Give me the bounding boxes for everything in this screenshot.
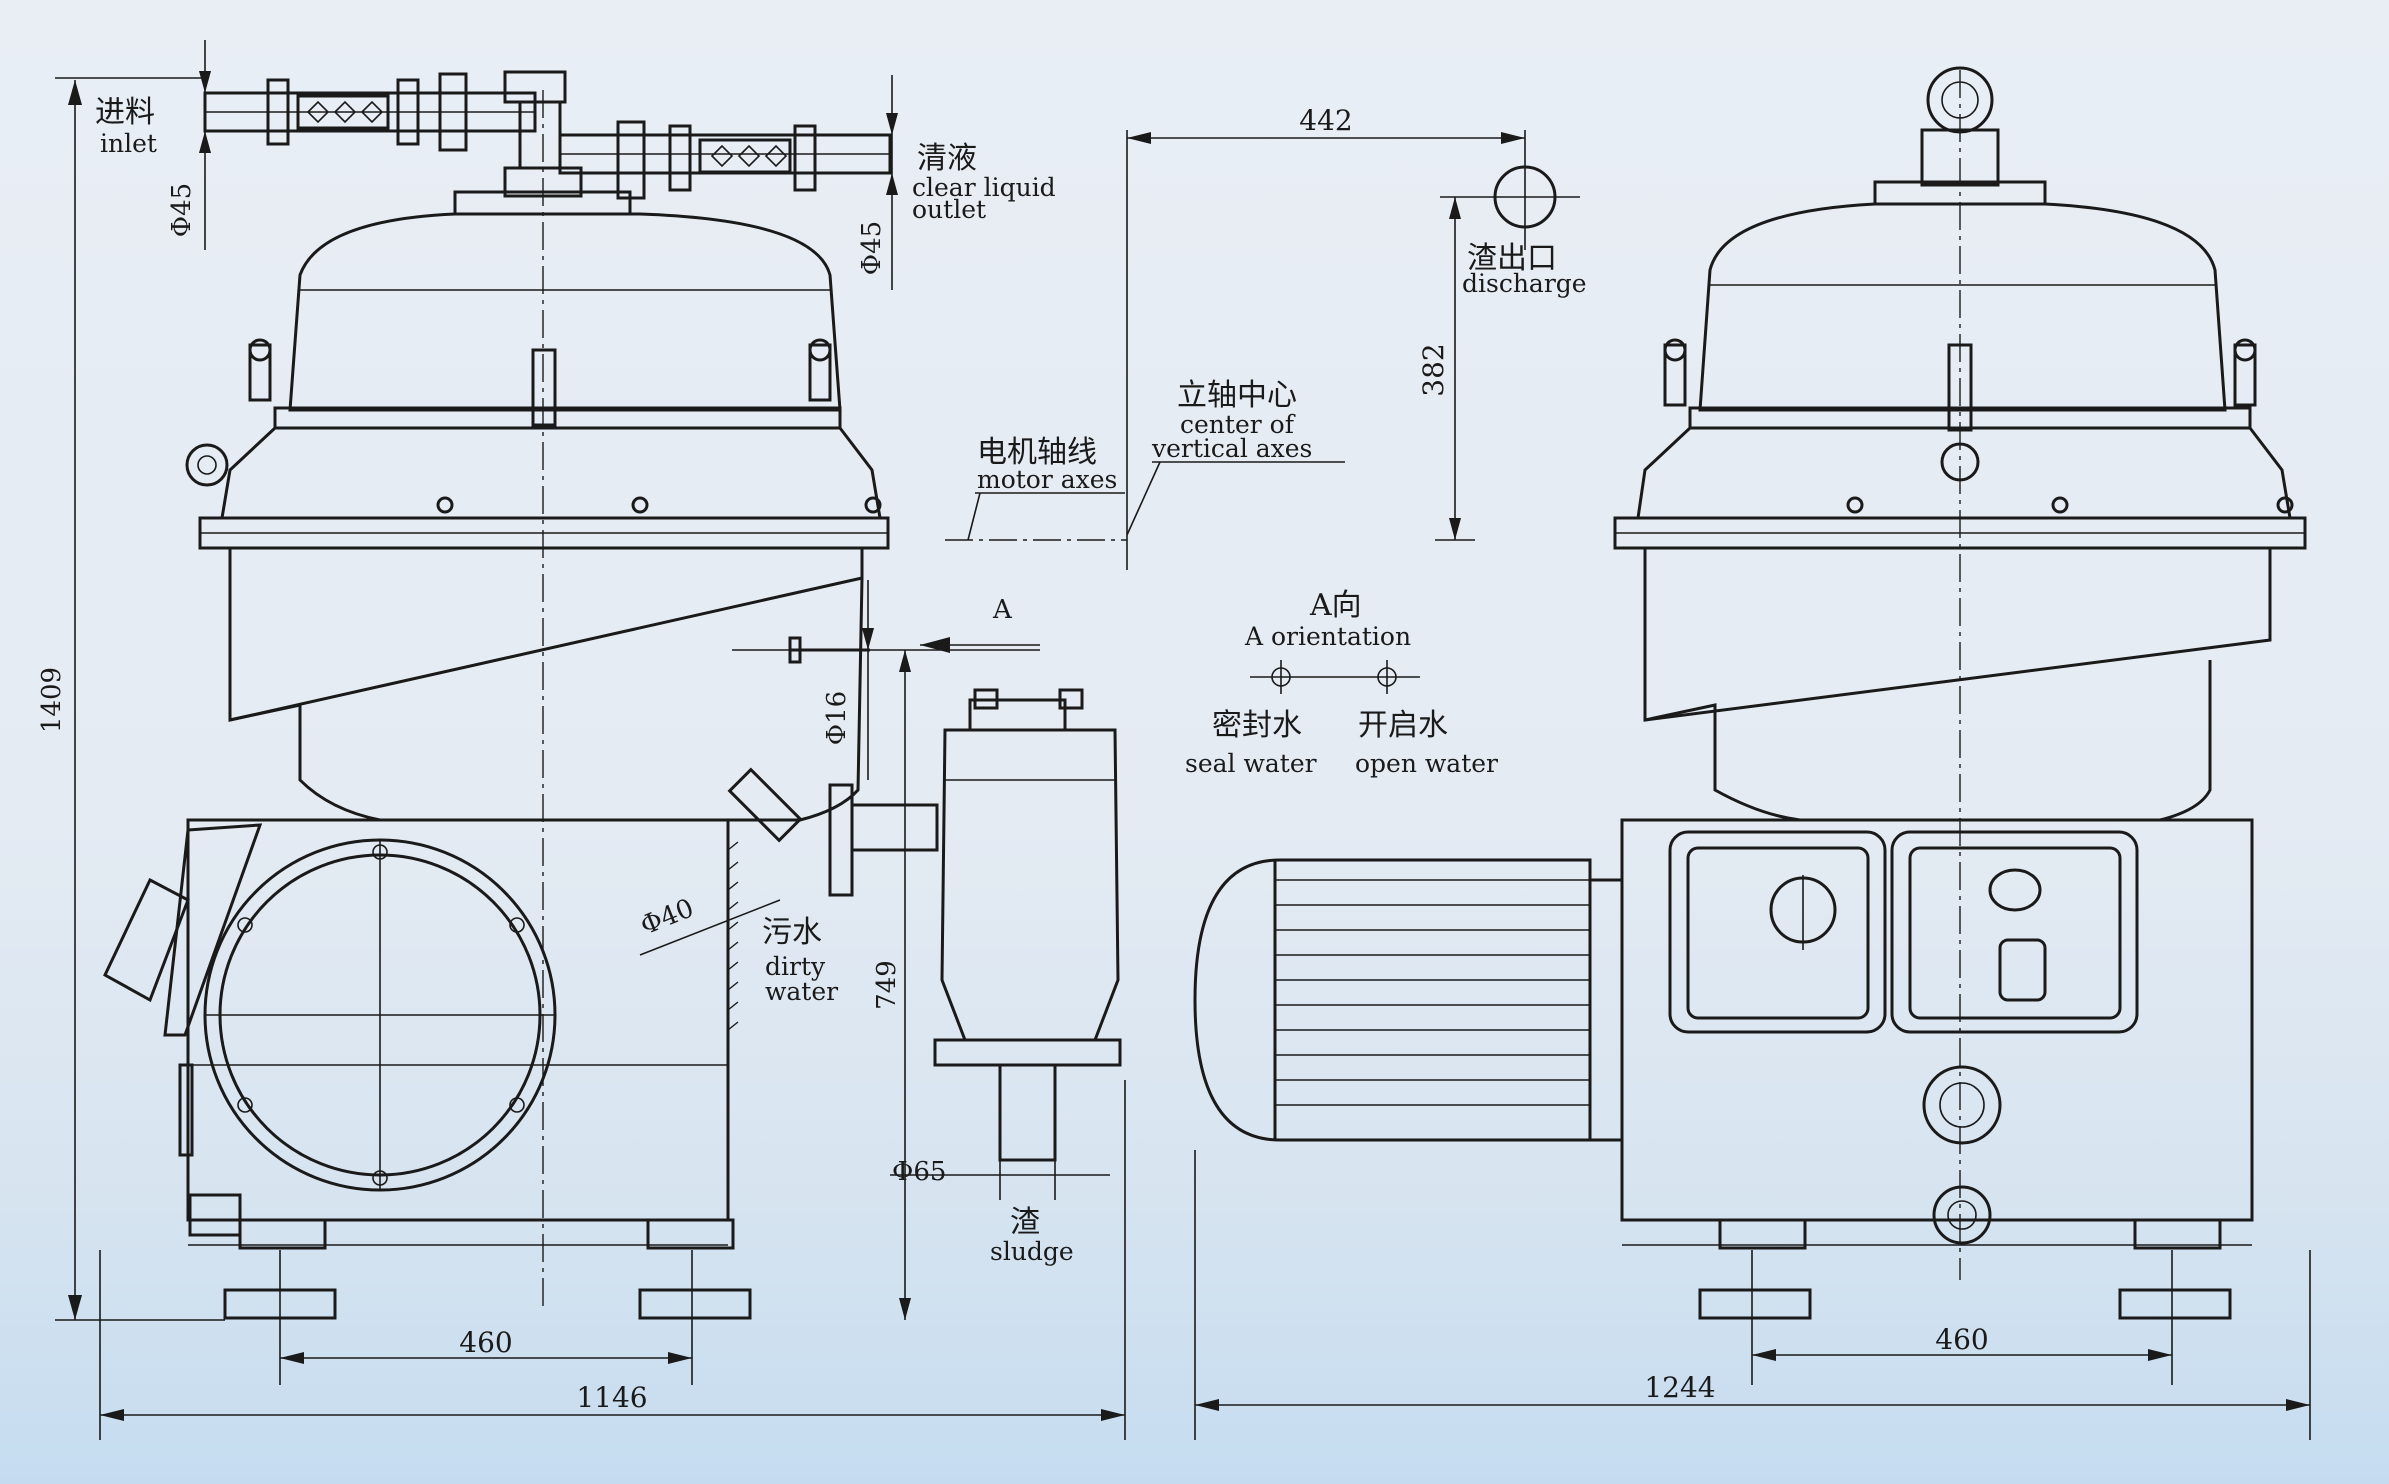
dim-749: 749 [872, 960, 902, 1010]
front-view-labels: 进料 inlet 清液 clear liquid outlet A 污水 dir… [95, 95, 1074, 1266]
label-discharge-zh: 渣出口 [1467, 241, 1557, 276]
label-inlet-en: inlet [100, 129, 157, 158]
label-dirty-zh: 污水 [762, 915, 822, 950]
label-inlet-zh: 进料 [95, 95, 155, 130]
label-vcenter-zh: 立轴中心 [1177, 378, 1297, 413]
dim-sludge-dia: Φ65 [892, 1157, 946, 1187]
dirty-water-outlet [727, 767, 939, 897]
side-view-dimensions: 460 1244 [1194, 1150, 2311, 1440]
dim-dirty-dia: Φ40 [636, 893, 698, 941]
label-clear-en2: outlet [912, 195, 986, 224]
label-orient-zh: A向 [1309, 588, 1362, 623]
label-sludge-en: sludge [990, 1237, 1074, 1266]
label-seal-en: seal water [1185, 749, 1317, 778]
label-sludge-zh: 渣 [1010, 1205, 1040, 1240]
label-discharge-en: discharge [1462, 269, 1587, 298]
side-view [1193, 66, 2307, 1320]
front-view-dimensions: 1409 Φ45 Φ45 Φ16 Φ40 749 Φ65 460 [37, 40, 1126, 1440]
label-open-en: open water [1355, 749, 1498, 778]
axes-schematic: 442 382 渣出口 discharge 立轴中心 center of ver… [945, 104, 1587, 778]
dim-width-left: 1146 [576, 1381, 647, 1414]
dim-base-right: 460 [1935, 1323, 1988, 1356]
label-open-zh: 开启水 [1358, 708, 1448, 743]
dim-water-dia: Φ16 [822, 691, 852, 745]
label-motor-en: motor axes [977, 465, 1117, 494]
dim-base-left: 460 [459, 1326, 512, 1359]
front-view [103, 70, 1122, 1320]
dim-382: 382 [1417, 343, 1450, 396]
label-vcenter-en2: vertical axes [1151, 434, 1312, 463]
motor [1193, 858, 1624, 1142]
label-clear-zh: 清液 [917, 141, 977, 176]
label-clear-en1: clear liquid [912, 173, 1056, 202]
dim-outlet-dia: Φ45 [857, 221, 887, 275]
sludge-cyclone [933, 688, 1122, 1162]
dim-inlet-dia: Φ45 [167, 183, 197, 237]
left-clamps [248, 338, 842, 430]
dim-width-right: 1244 [1644, 1371, 1715, 1404]
label-arrow-a: A [992, 595, 1013, 625]
label-orient-en: A orientation [1244, 622, 1411, 651]
label-motor-zh: 电机轴线 [977, 435, 1097, 470]
dim-1409: 1409 [37, 667, 67, 733]
dim-442: 442 [1299, 104, 1352, 137]
label-vcenter-en1: center of [1180, 410, 1296, 439]
label-seal-zh: 密封水 [1212, 708, 1302, 743]
inlet-pipe [203, 70, 567, 170]
outlet-pipe [558, 120, 892, 200]
label-dirty-en1: dirty [765, 952, 826, 981]
label-dirty-en2: water [765, 977, 838, 1006]
